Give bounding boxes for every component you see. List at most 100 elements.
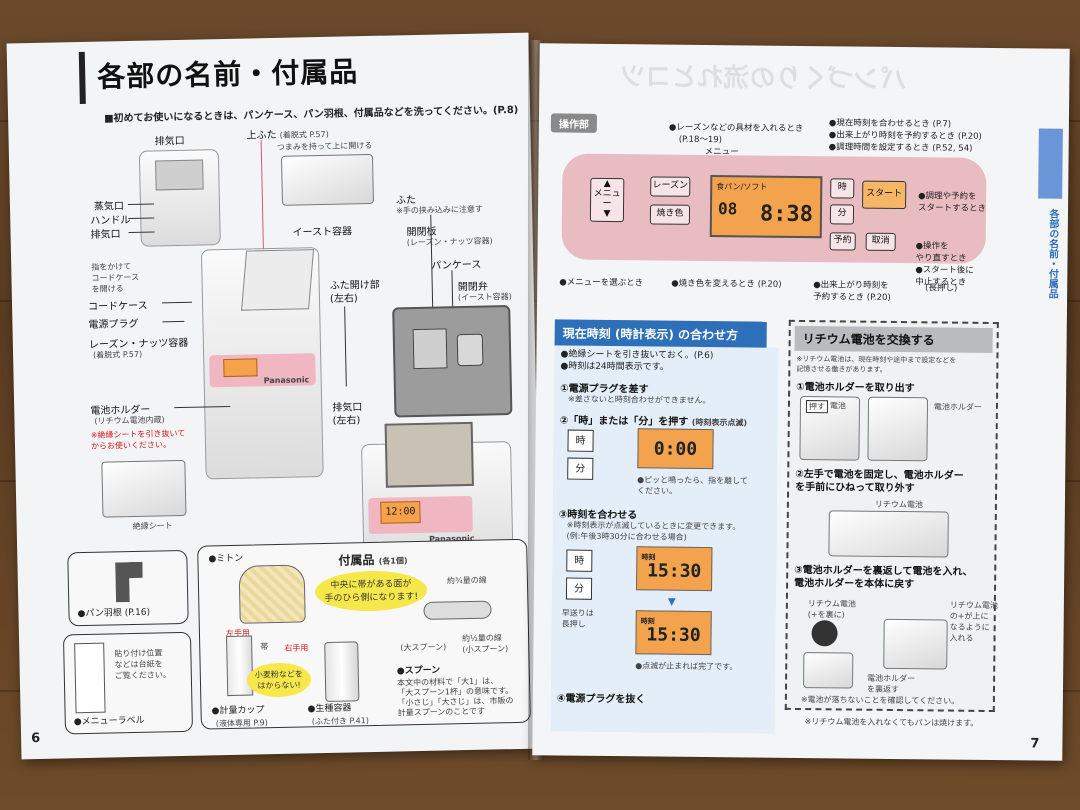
clock-step2-note: ●ピッと鳴ったら、指を離して ください。 <box>637 475 748 496</box>
clock-minute-button[interactable]: 分 <box>567 457 594 480</box>
insulation-sheet-illustration <box>101 459 187 518</box>
menu-label-box: 貼り付け位置 などは台紙を ご覧ください。 ●メニューラベル <box>62 631 194 735</box>
cancel-button[interactable]: 取消 <box>865 232 896 251</box>
mitten-label: ●ミトン <box>208 553 244 565</box>
menu-label-name: ●メニューラベル <box>73 715 145 728</box>
open-machine-lcd: 12:00 <box>380 500 421 524</box>
flip-label: 電池ホルダー を裏返す <box>866 673 916 695</box>
menu-label-note: 貼り付け位置 などは台紙を ご覧ください。 <box>114 648 171 681</box>
plus-note-label: リチウム電池 の+が上に なるように 入れる <box>949 600 998 643</box>
menu-label-illustration <box>74 642 106 714</box>
label-lid-open: ふた開け部 (左右) <box>329 279 380 305</box>
label-upper-lid: 上ふた (着脱式 P.57) <box>246 129 329 142</box>
label-exhaust-side: 排気口 (左右) <box>332 402 363 427</box>
battery-step3-illustration-b <box>883 618 948 670</box>
label-bread-case: パンケース <box>431 259 482 272</box>
label-insulation: 絶縁シート <box>132 521 173 532</box>
clock-pre2: ●時刻は24時間表示です。 <box>560 361 669 373</box>
label-exhaust-top: 排気口 <box>154 135 185 148</box>
clock-minute-button-2[interactable]: 分 <box>565 577 593 600</box>
title-accent-bar <box>78 51 86 105</box>
arrow-down-icon: ▼ <box>667 596 676 608</box>
cord-note: 指をかけて コードケース を開ける <box>91 261 140 294</box>
paddle-icon <box>108 562 143 603</box>
intro-text: ■初めてお使いになるときは、パンケース、パン羽根、付属品などを洗ってください。(… <box>104 104 519 125</box>
lcd-number: 08 <box>717 199 738 219</box>
ops-label: 操作部 <box>550 113 598 133</box>
cup-sub: (液体専用 P.9) <box>215 718 268 729</box>
note-adjust: ●調理時間を設定するとき (P.52, 54) <box>828 142 973 154</box>
note-reserve2: ●出来上がり時刻を 予約するとき (P.20) <box>813 280 891 303</box>
starter-container-illustration <box>324 641 360 703</box>
knob-note: つまみを持って上に開ける <box>276 140 373 152</box>
left-page: 各部の名前・付属品 ■初めてお使いになるときは、パンケース、パン羽根、付属品など… <box>6 32 544 760</box>
note-cancel-long: (長押し) <box>925 283 958 294</box>
label-intake: 排気口 <box>90 229 121 241</box>
battery-note: ※リチウム電池は、現在時刻や途中まで設定などを 記憶させる働きがあります。 <box>796 354 957 374</box>
big-spoon-label: (大スプーン) <box>400 642 447 653</box>
bread-case-illustration <box>384 421 474 488</box>
insulation-note: ※絶縁シートを引き抜いて からお使いください。 <box>90 428 186 451</box>
spoon-label: ●スプーン <box>396 665 441 677</box>
clock-step1-note: ※差さないと時刻合わせができません。 <box>567 394 711 406</box>
label-cord-case: コードケース <box>87 300 148 313</box>
reserve-button[interactable]: 予約 <box>829 232 856 251</box>
open-plate-sub: (レーズン・ナッツ容器) <box>406 236 493 248</box>
cup-label: ●計量カップ <box>211 705 265 717</box>
battery-step1-illustration-b <box>867 396 929 462</box>
battery-label: 電池 <box>829 401 847 411</box>
holder-label: 電池ホルダー <box>933 402 983 412</box>
cup-bubble: 小麦粉などを はからない! <box>246 662 312 698</box>
spoon-illustration <box>423 600 492 620</box>
mitten-illustration <box>238 564 306 624</box>
label-yeast: イースト容器 <box>292 226 353 239</box>
starter-sub: (ふた付き P.41) <box>311 716 370 727</box>
minute-button[interactable]: 分 <box>829 204 855 225</box>
battery-step1: ①電池ホルダーを取り出す <box>796 381 915 395</box>
faded-header: パンづくりの流れとコツ <box>619 62 907 96</box>
page-title: 各部の名前・付属品 <box>96 55 359 94</box>
clock-hour-button-2[interactable]: 時 <box>566 549 593 572</box>
machine-lcd <box>223 358 258 378</box>
battery-footnote: ※リチウム電池を入れなくてもパンは焼けます。 <box>804 717 979 728</box>
menu-button[interactable]: ▲ メニュー ▼ <box>589 177 625 223</box>
raisin-sub: (着脱式 P.57) <box>93 349 143 360</box>
machine-lid-illustration <box>155 159 204 191</box>
battery-coin-icon <box>811 620 838 647</box>
page-number-left: 6 <box>30 730 41 747</box>
clock-fast-note: 早送りは 長押し <box>561 608 594 629</box>
battery-step3-illustration-a <box>803 652 854 689</box>
hour-button[interactable]: 時 <box>830 178 855 199</box>
clock-pre1: ●絶縁シートを引き抜いておく。(P.6) <box>560 349 714 362</box>
side-index-tab <box>1038 128 1063 199</box>
mitten-bubble: 中央に帯がある面が 手のひら側になります! <box>314 569 428 613</box>
battery-step2: ②左手で電池を固定し、電池ホルダー を手前にひねって取り外す <box>795 468 964 495</box>
clock-hour-button[interactable]: 時 <box>567 429 594 452</box>
note-start: ●調理や予約を スタートするとき <box>917 191 987 214</box>
battery-step2-illustration <box>828 510 949 558</box>
page-number-right: 7 <box>1030 736 1040 752</box>
side-index-text: 各部の名前・付属品 <box>1046 208 1059 299</box>
lcd-time: 8:38 <box>759 201 814 228</box>
start-button[interactable]: スタート <box>862 180 907 210</box>
raisin-button[interactable]: レーズン <box>650 176 691 197</box>
paddle-box: ●パン羽根 (P.16) <box>67 549 189 627</box>
line12-label: 約½量の線 (小スプーン) <box>462 633 509 655</box>
valve-sub: (イースト容器) <box>457 292 512 303</box>
color-button[interactable]: 焼き色 <box>649 204 691 225</box>
panel-lcd: 食パン/ソフト 08 8:38 <box>709 175 823 239</box>
plus-back-label: リチウム電池 (+を裏に) <box>807 599 856 620</box>
note-color: ●焼き色を変えるとき (P.20) <box>671 278 782 290</box>
band-label: 帯 <box>260 642 269 652</box>
upper-lid-photo <box>280 153 374 206</box>
lithium-label: リチウム電池 <box>874 499 923 510</box>
label-plug: 電源プラグ <box>88 318 139 331</box>
line34-label: 約¾量の線 <box>446 575 487 586</box>
lcd-menu-text: 食パン/ソフト <box>716 182 768 192</box>
battery-heading: リチウム電池を交換する <box>794 325 993 354</box>
clock-box: ●絶縁シートを引き抜いておく。(P.6) ●時刻は24時間表示です。 ①電源プラ… <box>550 345 779 734</box>
note-menu-select: ●メニューを選ぶとき <box>559 277 644 289</box>
lid-note: ※手の挟み込みに注意す <box>396 204 483 216</box>
